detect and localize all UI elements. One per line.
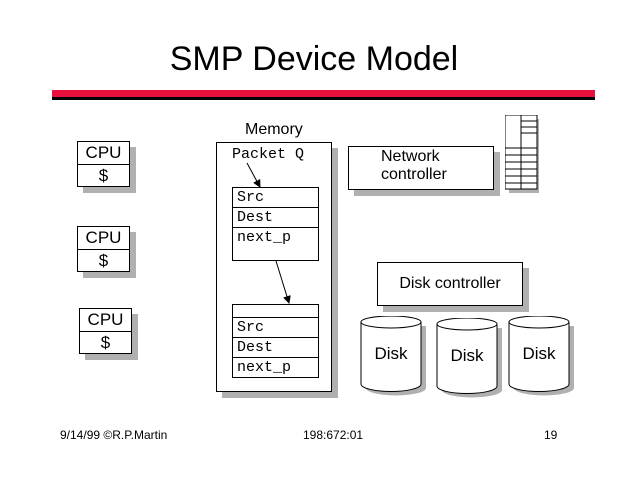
packet-field-src: Src bbox=[233, 188, 318, 208]
memory-label: Memory bbox=[245, 121, 303, 138]
next-pointer-arrow bbox=[275, 260, 291, 304]
packet-struct-2: Src Dest next_p bbox=[232, 304, 319, 378]
network-controller-line2: controller bbox=[381, 166, 447, 183]
network-controller-box: Network controller bbox=[348, 146, 494, 190]
disk-cylinder-icon bbox=[508, 316, 574, 396]
disk-cylinder-icon bbox=[360, 316, 426, 396]
packet-struct-1: Src Dest next_p bbox=[232, 187, 319, 261]
footer-date-author: 9/14/99 ©R.P.Martin bbox=[60, 428, 168, 442]
disk-1: Disk bbox=[360, 316, 430, 398]
disk-cylinder-icon bbox=[436, 318, 502, 398]
disk-controller-box: Disk controller bbox=[377, 262, 523, 306]
disk-3: Disk bbox=[508, 316, 578, 398]
cpu-label: CPU bbox=[78, 142, 129, 165]
cpu-box-1: CPU $ bbox=[77, 141, 130, 187]
footer-page-number: 19 bbox=[544, 428, 558, 442]
packet-header-gap bbox=[233, 305, 318, 318]
disk-controller-label: Disk controller bbox=[399, 275, 501, 292]
cpu-box-3: CPU $ bbox=[79, 308, 132, 354]
title-rule-black bbox=[52, 97, 595, 100]
network-controller-line1: Network bbox=[381, 148, 440, 165]
packet-field-src: Src bbox=[233, 318, 318, 338]
network-ring-buffer bbox=[505, 115, 539, 193]
disk-2: Disk bbox=[436, 318, 506, 400]
packet-field-next: next_p bbox=[237, 359, 292, 376]
packet-field-dest: Dest bbox=[233, 338, 318, 358]
cache-label: $ bbox=[100, 333, 111, 352]
footer-course-number: 198:672:01 bbox=[303, 428, 364, 442]
packet-field-next: next_p bbox=[237, 229, 292, 246]
queue-head-arrow bbox=[246, 162, 261, 188]
cpu-label: CPU bbox=[78, 227, 129, 250]
title-rule-red bbox=[52, 90, 595, 97]
cache-label: $ bbox=[98, 251, 109, 270]
cpu-box-2: CPU $ bbox=[77, 226, 130, 272]
packet-queue-label: Packet Q bbox=[232, 146, 305, 163]
disk-label: Disk bbox=[450, 346, 484, 365]
cache-label: $ bbox=[98, 166, 109, 185]
packet-field-dest: Dest bbox=[233, 208, 318, 228]
cpu-label: CPU bbox=[80, 309, 131, 332]
disk-label: Disk bbox=[522, 344, 556, 363]
disk-label: Disk bbox=[374, 344, 408, 363]
slide-title: SMP Device Model bbox=[169, 40, 459, 78]
